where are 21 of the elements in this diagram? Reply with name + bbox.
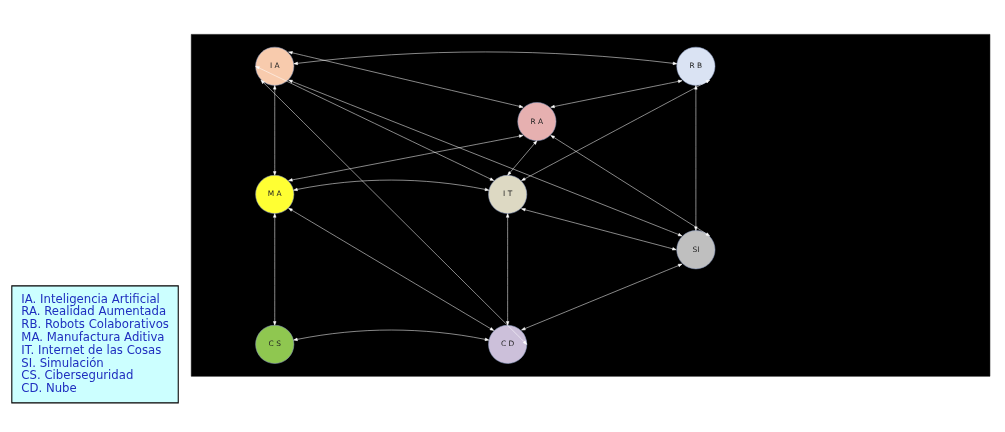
cluster [190,33,990,377]
arrow [292,329,489,341]
node-box: IA. Inteligencia Artificial RA. Realidad Aumentada RB. Robots Colaborativos MA. Manufactura Aditiva IT. Internet de las Cosas SI. Simulación CS. Ciberseguridad CD. Nube [10,284,179,403]
arrow [272,212,276,325]
arrow [287,50,523,108]
arrow [287,79,682,236]
arrow [260,79,527,345]
arrow [506,139,537,176]
arrow [254,65,494,181]
arrow [549,134,710,236]
arrow [272,84,276,176]
arrow [549,79,682,108]
arrow [693,84,697,231]
arrow [520,79,710,181]
arrow [292,179,489,191]
arrow [520,263,682,330]
arrow [287,207,494,331]
arrow [293,51,677,65]
arrow [505,212,509,325]
arrow [520,207,676,250]
arrow [287,134,523,181]
